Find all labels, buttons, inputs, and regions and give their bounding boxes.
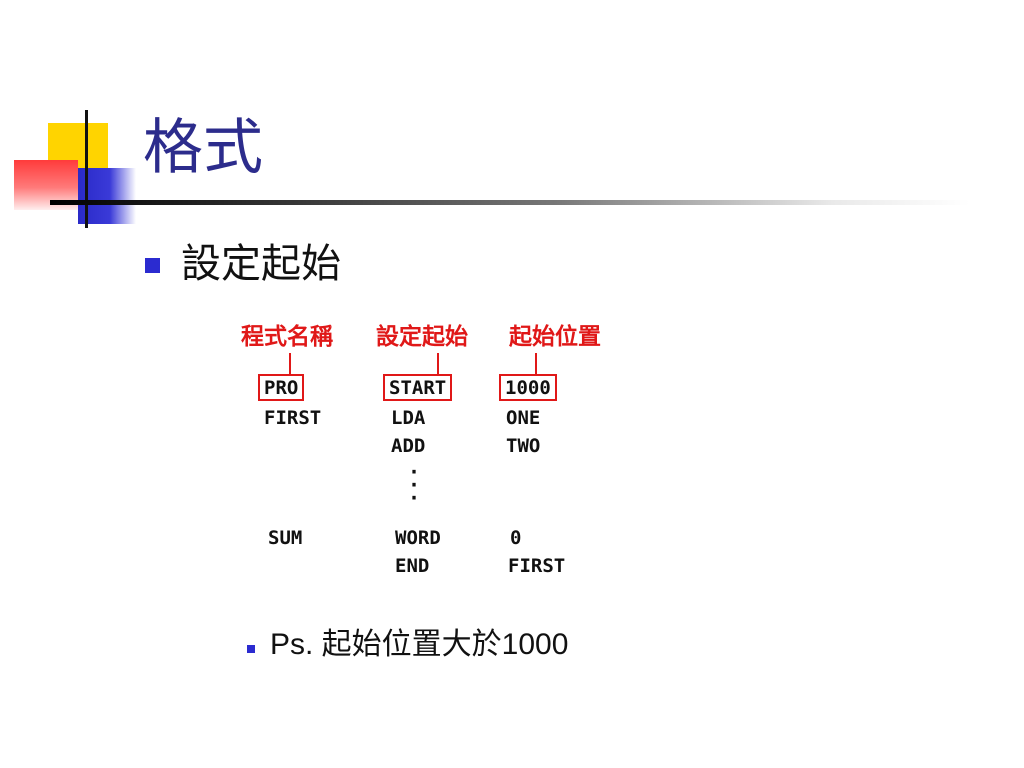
code-operand-cell: TWO [506,435,541,457]
code-opcode-cell: LDA [391,407,426,429]
decor-vertical-line [85,110,88,228]
note-text: Ps. 起始位置大於1000 [270,628,569,661]
label-connector [437,353,439,375]
slide-title: 格式 [143,113,263,183]
code-opcode-cell: WORD [395,527,441,549]
code-operand-cell: ONE [506,407,541,429]
label-connector [535,353,537,375]
code-opcode-cell: ADD [391,435,426,457]
code-operand-cell: 0 [510,527,522,549]
label-set-start: 設定起始 [376,324,468,350]
label-connector [289,353,291,375]
title-underline [50,200,970,205]
code-operand-cell: 1000 [499,374,557,401]
code-label-cell: FIRST [264,407,322,429]
bullet-text: 設定起始 [181,241,341,287]
code-program-name: PRO [258,374,305,401]
code-label-cell: SUM [268,527,303,549]
code-start-address: 1000 [499,374,557,401]
label-start-address: 起始位置 [509,324,601,350]
label-program-name: 程式名稱 [241,324,333,350]
bullet-square-icon [145,258,160,273]
vertical-ellipsis: ··· [408,460,421,510]
code-label-cell: PRO [258,374,305,401]
sub-bullet-square-icon [247,645,255,653]
code-opcode-cell: START [383,374,453,401]
code-operand-cell: FIRST [508,555,566,577]
code-opcode-cell: END [395,555,430,577]
code-start-directive: START [383,374,453,401]
